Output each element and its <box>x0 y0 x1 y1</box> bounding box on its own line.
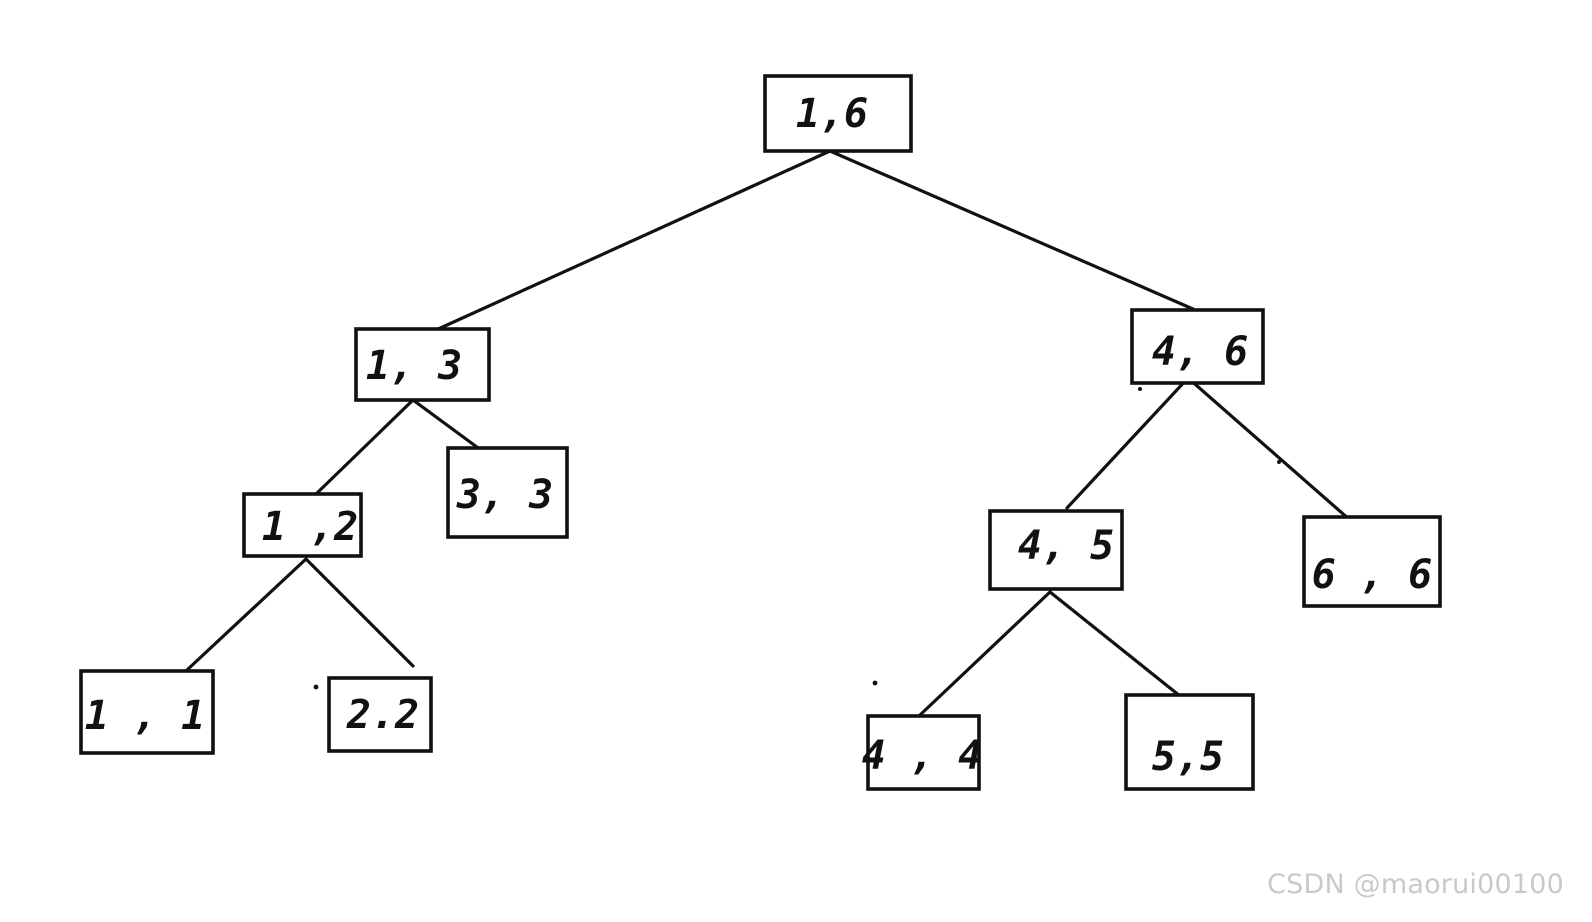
node-label: 4, 6 <box>1152 329 1248 375</box>
edges-layer <box>185 149 1352 717</box>
edge-1-3-to-3-3 <box>411 398 487 455</box>
edge-4-6-to-6-6 <box>1186 376 1352 522</box>
node-label: 6 , 6 <box>1312 552 1432 598</box>
node-label: 1 , 1 <box>85 693 205 739</box>
edge-1-6-to-4-6 <box>828 149 1195 311</box>
tree-node-1-3: 1, 3 <box>354 327 491 402</box>
tree-node-1-6: 1,6 <box>763 74 913 153</box>
stray-dot <box>1138 387 1142 391</box>
node-label: 4, 5 <box>1018 523 1114 569</box>
node-box <box>354 327 491 402</box>
tree-node-1-1: 1 , 1 <box>79 669 215 755</box>
edge-4-6-to-4-5 <box>1065 376 1190 510</box>
stray-dot <box>872 680 878 686</box>
node-box <box>79 669 215 755</box>
edge-4-5-to-5-5 <box>1048 590 1182 698</box>
node-box <box>988 509 1124 591</box>
tree-node-2-2: 2.2 <box>327 676 433 753</box>
node-label: 2.2 <box>346 692 419 738</box>
node-box <box>1302 515 1442 608</box>
stray-dot <box>1277 460 1281 464</box>
tree-node-4-5: 4, 5 <box>988 509 1124 591</box>
edge-1-3-to-1-2 <box>313 398 415 497</box>
node-label: 1 ,2 <box>262 504 358 550</box>
node-box <box>446 446 569 539</box>
watermark-text: CSDN @maorui00100 <box>1267 869 1564 900</box>
node-box <box>763 74 913 153</box>
node-label: 4 , 4 <box>862 733 982 779</box>
tree-node-4-4: 4 , 4 <box>862 714 982 791</box>
node-box <box>327 676 433 753</box>
tree-node-1-2: 1 ,2 <box>242 492 363 558</box>
node-box <box>866 714 981 791</box>
node-label: 1,6 <box>796 91 868 137</box>
tree-node-4-6: 4, 6 <box>1130 308 1265 385</box>
edge-1-6-to-1-3 <box>434 149 832 332</box>
tree-node-3-3: 3, 3 <box>446 446 569 539</box>
node-box <box>242 492 363 558</box>
stray-marks <box>313 387 1281 690</box>
edge-4-5-to-4-4 <box>918 590 1052 717</box>
edge-1-2-to-1-1 <box>185 557 308 672</box>
node-box <box>1124 693 1255 791</box>
stray-dot <box>313 684 319 690</box>
node-box <box>1130 308 1265 385</box>
node-label: 5,5 <box>1152 734 1224 780</box>
tree-node-6-6: 6 , 6 <box>1302 515 1442 608</box>
edge-1-2-to-2-2 <box>304 557 415 668</box>
tree-node-5-5: 5,5 <box>1124 693 1255 791</box>
node-label: 3, 3 <box>456 472 553 518</box>
node-label: 1, 3 <box>366 343 462 389</box>
